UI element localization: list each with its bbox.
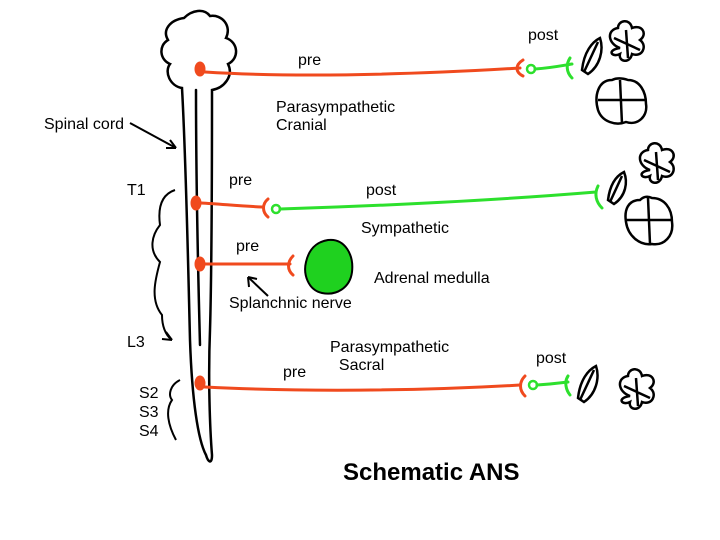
sacral-pathway — [194, 374, 572, 398]
splanchnic-terminal — [287, 254, 295, 277]
sacral-neuron-body — [194, 375, 206, 391]
adrenal-pre-label: pre — [236, 238, 260, 255]
cranial-pre-fiber — [203, 66, 522, 77]
sympathetic-post-label: post — [366, 182, 397, 199]
splanchnic-arrow — [247, 276, 269, 297]
sympathetic-pre-label: pre — [229, 172, 253, 189]
cranial-post-terminal — [565, 56, 574, 80]
cranial-target-organs — [580, 20, 648, 125]
sympathetic-label: Sympathetic — [361, 220, 450, 237]
flower-icon — [638, 142, 675, 184]
flower-icon — [618, 368, 655, 410]
sacral-target-organs — [576, 364, 655, 410]
leaf-icon — [580, 36, 603, 76]
leaf-icon — [576, 364, 599, 404]
cranial-post-fiber — [533, 62, 574, 71]
sacral-pre-label: pre — [283, 364, 307, 381]
spinal-cord-outline — [160, 9, 238, 463]
cranial-pre-label: pre — [298, 52, 322, 69]
sacral-pre-fiber — [203, 383, 522, 392]
thoracolumbar-bracket — [151, 189, 176, 341]
sympathetic-pre-terminal — [262, 197, 270, 219]
spinal-cord-arrow — [129, 122, 177, 149]
adrenal-pathway — [194, 238, 354, 295]
adrenal-medulla-label: Adrenal medulla — [374, 270, 490, 287]
sympathetic-post-terminal — [594, 184, 604, 210]
adrenal-medulla — [304, 238, 354, 295]
cranial-division-label: Parasympathetic Cranial — [276, 99, 396, 135]
sympathetic-pathway — [190, 184, 604, 219]
l3-label: L3 — [127, 334, 145, 351]
sacral-segments-label: S2 S3 S4 — [139, 385, 159, 441]
sacral-post-label: post — [536, 350, 567, 367]
sympathetic-target-organs — [606, 142, 675, 246]
diagram-title: Schematic ANS — [343, 459, 520, 486]
heart-icon — [595, 77, 648, 125]
sacral-post-fiber — [535, 380, 570, 387]
leaf-icon — [606, 170, 628, 206]
spinal-cord-label: Spinal cord — [44, 116, 125, 133]
heart-icon — [624, 195, 674, 246]
sympathetic-pre-fiber — [199, 201, 264, 209]
sacral-division-label: Parasympathetic Sacral — [330, 339, 450, 375]
cranial-pathway — [194, 56, 574, 80]
cranial-neuron-body — [194, 61, 206, 77]
sacral-post-terminal — [564, 374, 572, 397]
splanchnic-nerve-label: Splanchnic nerve — [229, 295, 352, 312]
cranial-post-label: post — [528, 27, 559, 44]
sacral-bracket — [167, 379, 181, 441]
sympathetic-post-fiber — [278, 190, 598, 211]
t1-label: T1 — [127, 182, 146, 199]
flower-icon — [608, 20, 645, 62]
cranial-pre-terminal — [515, 58, 525, 78]
sacral-pre-terminal — [519, 374, 527, 398]
